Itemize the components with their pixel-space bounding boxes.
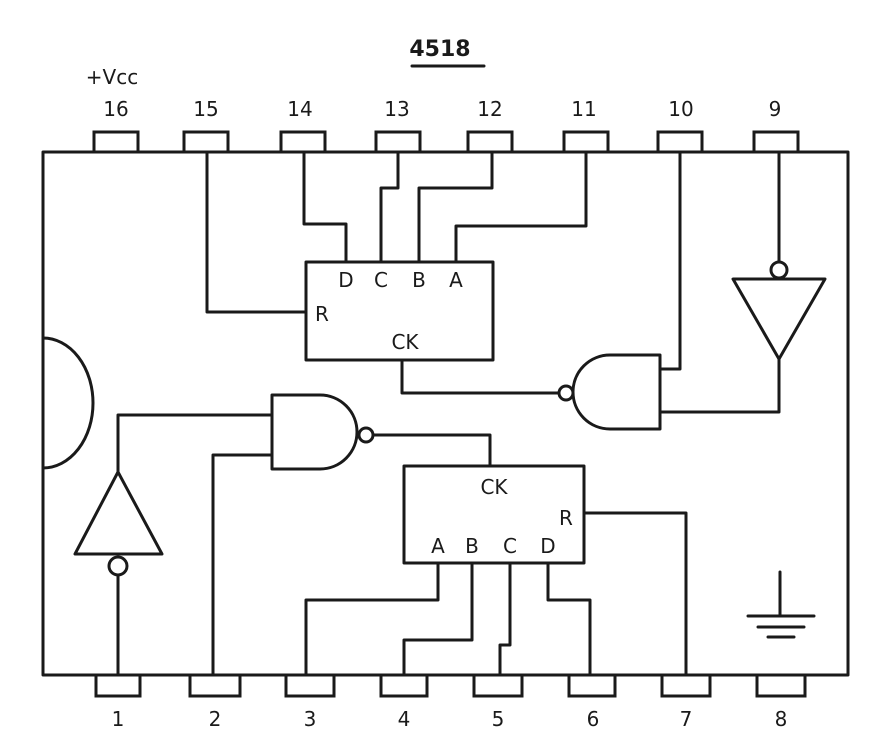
- bottom-pin-numbers: 1 2 3 4 5 6 7 8: [112, 707, 788, 731]
- wire-pin14-d: [302, 150, 348, 264]
- lower-output-d-label: D: [540, 534, 555, 558]
- pin-number-12: 12: [477, 97, 502, 121]
- lower-reset-label: R: [559, 506, 573, 530]
- wire-pin10-nand: [658, 150, 682, 371]
- left-inverter: [73, 470, 164, 577]
- pin-number-4: 4: [398, 707, 411, 731]
- pin-16: [92, 130, 140, 154]
- wire-pin2-nand: [211, 453, 274, 677]
- pin-3: [284, 673, 336, 698]
- pin-5: [472, 673, 524, 698]
- upper-output-d-label: D: [338, 268, 353, 292]
- wire-inverter-nand: [658, 357, 781, 414]
- upper-reset-label: R: [315, 302, 329, 326]
- pin-number-7: 7: [680, 707, 693, 731]
- wire-b-pin4: [402, 561, 474, 677]
- pin-number-8: 8: [775, 707, 788, 731]
- pin-number-13: 13: [384, 97, 409, 121]
- right-inverter-bubble: [769, 260, 789, 280]
- upper-nand-gate: [557, 353, 662, 431]
- pin-number-2: 2: [209, 707, 222, 731]
- lower-clock-label: CK: [480, 475, 508, 499]
- lower-output-a-label: A: [431, 534, 445, 558]
- pin-15: [182, 130, 230, 154]
- right-inverter: [731, 260, 827, 361]
- pin-1: [94, 673, 142, 698]
- bottom-pins: [94, 673, 807, 698]
- supply-label: +Vcc: [86, 65, 138, 89]
- pin-number-10: 10: [668, 97, 693, 121]
- pin-7: [660, 673, 712, 698]
- left-inverter-bubble: [107, 555, 129, 577]
- pin-number-9: 9: [769, 97, 782, 121]
- pin-10: [656, 130, 704, 154]
- pin-9: [752, 130, 800, 154]
- lower-nand-bubble: [357, 426, 375, 444]
- lower-output-b-label: B: [465, 534, 479, 558]
- lower-counter: CK R A B C D: [402, 464, 586, 565]
- pin-number-15: 15: [193, 97, 218, 121]
- upper-clock-label: CK: [391, 330, 419, 354]
- pin-4: [379, 673, 429, 698]
- upper-output-a-label: A: [449, 268, 463, 292]
- wire-d-pin6: [546, 561, 592, 677]
- wire-nand-ck-lower: [371, 433, 492, 468]
- wire-inverter-nand-lower: [116, 413, 274, 474]
- wire-a-pin3: [304, 561, 440, 677]
- pin-12: [466, 130, 514, 154]
- pin-14: [279, 130, 327, 154]
- pin-8: [755, 673, 807, 698]
- left-inverter-body: [73, 470, 164, 556]
- ground-symbol: [746, 570, 816, 639]
- pin-number-3: 3: [304, 707, 317, 731]
- wire-reset-pin7: [582, 511, 688, 677]
- wire-c-pin5: [498, 561, 512, 677]
- right-inverter-body: [731, 277, 827, 361]
- pin-number-6: 6: [587, 707, 600, 731]
- lower-nand-body: [270, 393, 359, 471]
- pin-number-16: 16: [103, 97, 128, 121]
- wire-pin15-reset: [205, 150, 308, 314]
- wire-pin11-a: [454, 150, 588, 264]
- lower-output-c-label: C: [503, 534, 517, 558]
- upper-output-b-label: B: [412, 268, 426, 292]
- pin-number-14: 14: [287, 97, 312, 121]
- upper-nand-body: [571, 353, 662, 431]
- wire-nand-ck-upper: [400, 358, 561, 395]
- pin-13: [374, 130, 422, 154]
- top-pin-numbers: 16 15 14 13 12 11 10 9: [103, 97, 781, 121]
- chip-title: 4518: [409, 37, 470, 62]
- wires: [116, 150, 781, 677]
- lower-nand-gate: [270, 393, 375, 471]
- pin-number-5: 5: [492, 707, 505, 731]
- wire-pin12-b: [417, 150, 494, 264]
- wire-pin13-c: [379, 150, 400, 264]
- pin-2: [188, 673, 242, 698]
- ic-body: [41, 150, 850, 677]
- top-pins: [92, 130, 800, 154]
- pin-11: [562, 130, 610, 154]
- upper-counter: D C B A R CK: [304, 260, 495, 362]
- upper-output-c-label: C: [374, 268, 388, 292]
- pin-number-1: 1: [112, 707, 125, 731]
- orientation-notch: [41, 336, 95, 470]
- pin-6: [567, 673, 617, 698]
- upper-nand-bubble: [557, 384, 575, 402]
- pin-number-11: 11: [571, 97, 596, 121]
